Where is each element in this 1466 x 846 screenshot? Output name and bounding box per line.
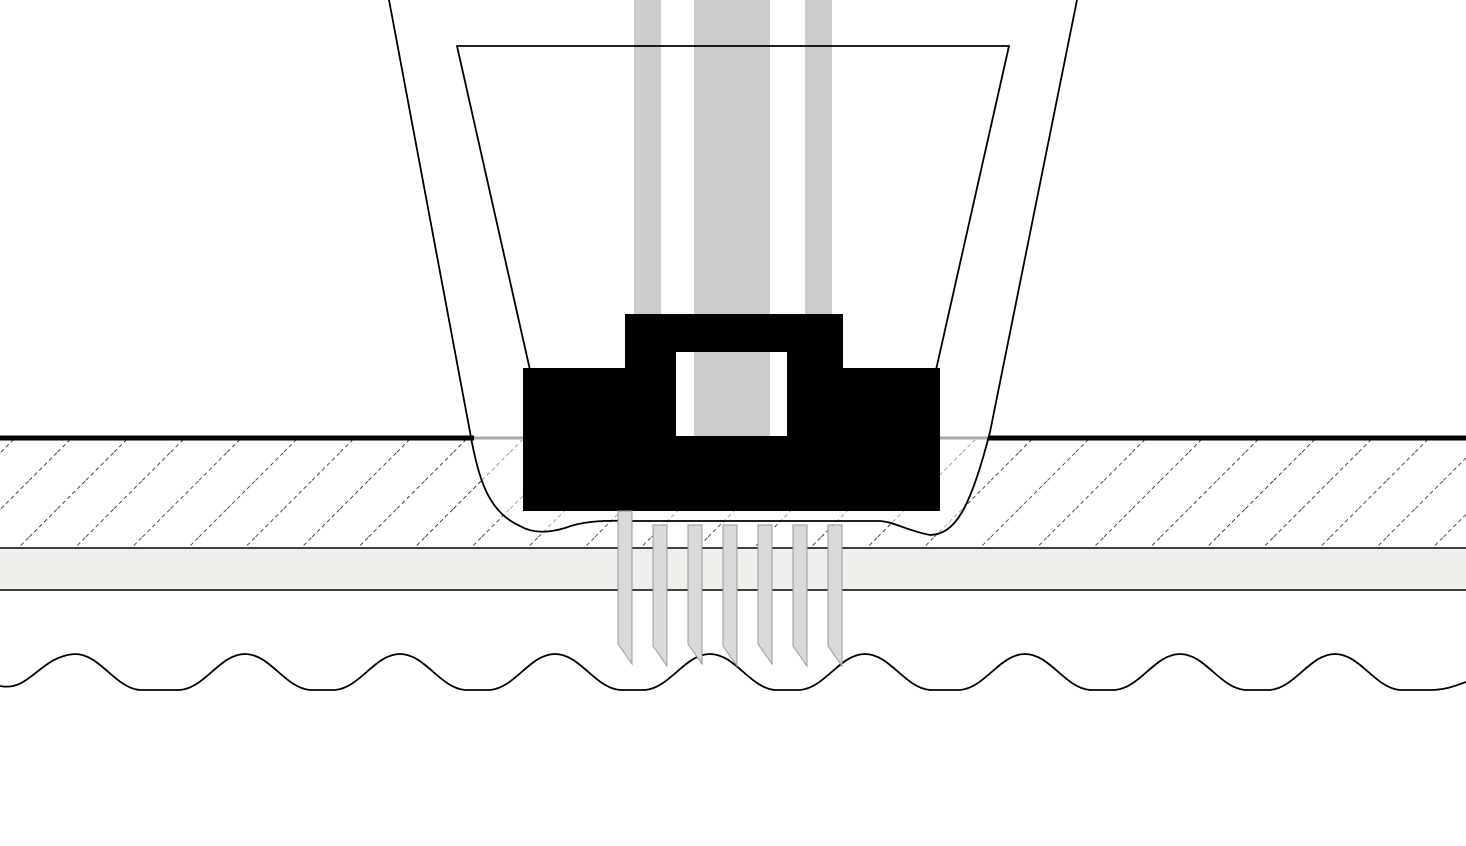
needle-4 [722, 524, 738, 668]
needle-5 [757, 524, 773, 666]
needle-7 [827, 524, 843, 668]
needle-2 [652, 524, 668, 668]
light-channel-right [805, 0, 832, 315]
needle-6 [792, 524, 808, 668]
needle-1 [617, 510, 633, 666]
needle-cartridge [523, 314, 940, 511]
applicator-housing [388, 0, 1078, 536]
needle-array [617, 510, 843, 668]
needle-3 [687, 524, 703, 666]
light-channel-left [634, 0, 661, 315]
cartridge-window-light [694, 352, 770, 436]
cartridge-body [523, 314, 940, 511]
